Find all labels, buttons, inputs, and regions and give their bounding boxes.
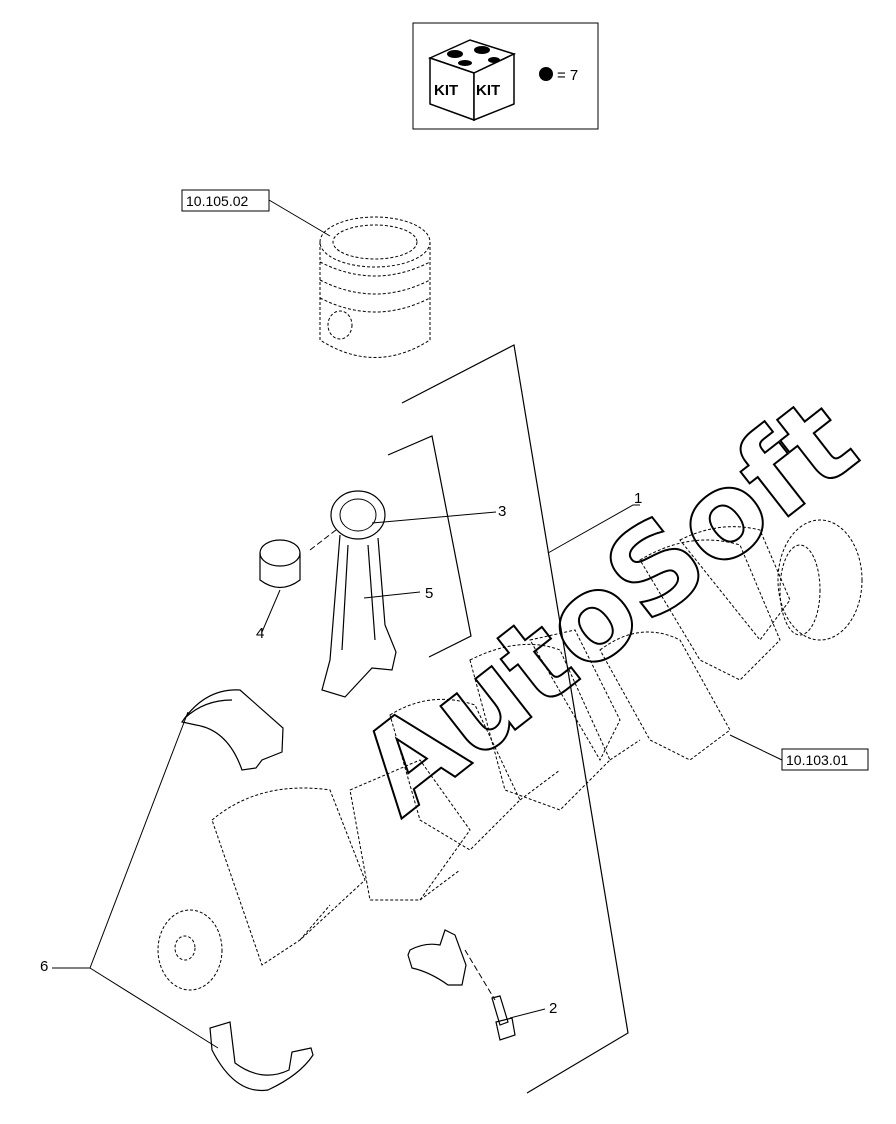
bolt-drawing (491, 995, 516, 1041)
legend-value: = 7 (557, 67, 578, 84)
piston-reference: 10.105.02 (181, 189, 331, 237)
crankshaft-reference-label: 10.103.01 (786, 752, 848, 768)
callout-1: 1 (634, 490, 642, 507)
upper-bearing-shell-drawing (181, 689, 284, 771)
crankshaft-reference: 10.103.01 (729, 734, 869, 771)
callout-2: 2 (549, 1000, 557, 1017)
crankshaft-drawing (157, 519, 863, 991)
lower-bearing-shell-drawing (209, 1021, 314, 1092)
assembly-bracket-outer (401, 344, 629, 1094)
assembly-bracket-inner (387, 435, 472, 658)
callout-5: 5 (425, 585, 433, 602)
kit-label-right: KIT (476, 82, 500, 99)
kit-box-icon (427, 39, 517, 122)
piston-drawing (319, 216, 431, 358)
legend-dot-icon (539, 67, 553, 81)
callout-4: 4 (256, 625, 264, 642)
bushing-drawing (259, 539, 301, 589)
connecting-rod-drawing (309, 490, 397, 698)
piston-reference-label: 10.105.02 (186, 193, 248, 209)
kit-label-left: KIT (434, 82, 458, 99)
callout-6: 6 (40, 958, 48, 975)
kit-legend-box: KIT KIT = 7 (412, 22, 599, 130)
callout-3: 3 (498, 503, 506, 520)
leader-lines (52, 504, 640, 1049)
bearing-cap-drawing (407, 929, 496, 1001)
